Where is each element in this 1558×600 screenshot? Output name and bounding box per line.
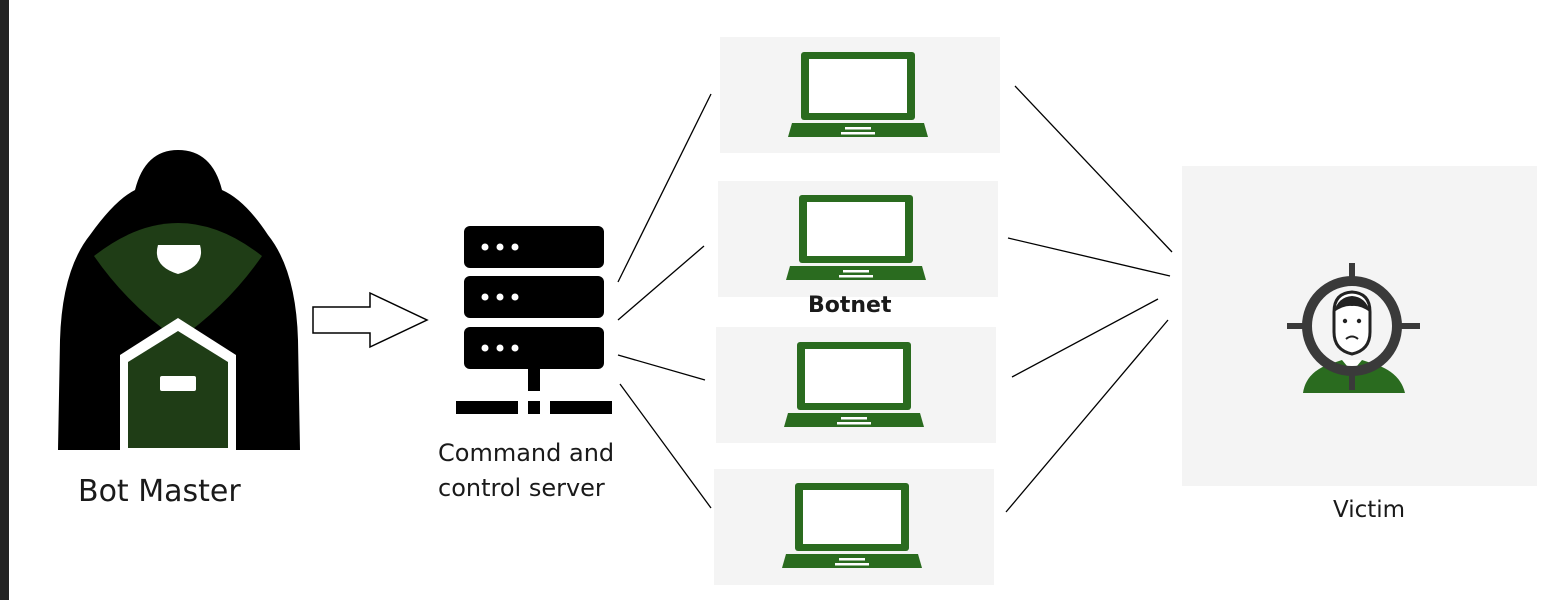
victim-label: Victim bbox=[1333, 497, 1406, 523]
laptop-icon-3 bbox=[784, 342, 924, 427]
laptop-icon-1 bbox=[788, 52, 928, 137]
server-rack-icon bbox=[456, 226, 612, 414]
line-bot-4-victim bbox=[1005, 319, 1169, 513]
line-bot-3-victim bbox=[1011, 298, 1159, 378]
cc-server-label-line-2: control server bbox=[438, 474, 605, 502]
line-server-bot-4 bbox=[619, 383, 712, 509]
line-bot-2-victim bbox=[1007, 237, 1171, 277]
left-edge-bar bbox=[0, 0, 9, 600]
line-bot-1-victim bbox=[1014, 85, 1173, 253]
cc-server-label: Command and control server bbox=[438, 436, 614, 506]
line-server-bot-3 bbox=[617, 354, 706, 381]
server-connections bbox=[617, 93, 712, 509]
line-server-bot-1 bbox=[617, 93, 712, 283]
bot-master-label: Bot Master bbox=[78, 474, 241, 509]
botnet-label: Botnet bbox=[808, 293, 892, 318]
hooded-hacker-icon bbox=[58, 150, 300, 450]
victim-connections bbox=[1005, 85, 1173, 513]
hollow-arrow-icon bbox=[312, 291, 429, 349]
laptop-icon-2 bbox=[786, 195, 926, 280]
cc-server-label-line-1: Command and bbox=[438, 439, 615, 467]
laptop-icon-4 bbox=[782, 483, 922, 568]
target-person-icon bbox=[1287, 263, 1420, 393]
line-server-bot-2 bbox=[617, 245, 705, 321]
